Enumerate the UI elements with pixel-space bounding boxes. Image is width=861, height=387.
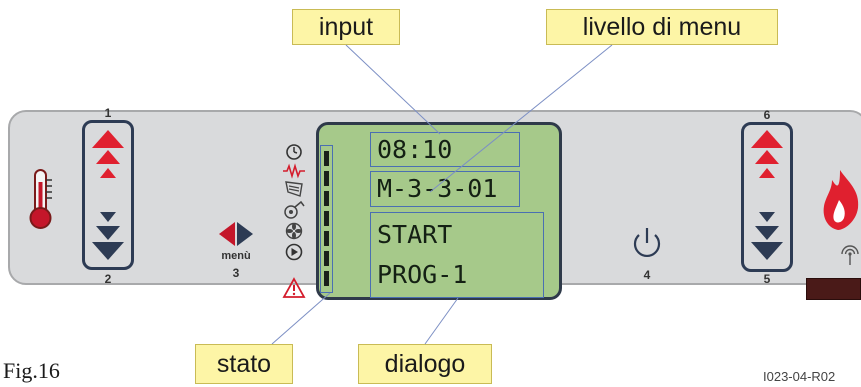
temperature-down-button[interactable]: [90, 210, 126, 262]
status-segment: [324, 211, 329, 226]
lcd-menu-code: M-3-3-01: [377, 174, 498, 203]
warning-icon: [282, 277, 306, 298]
leader-input: [345, 44, 441, 135]
temperature-button-group: [82, 120, 134, 270]
menu-label: menù: [221, 250, 251, 262]
leader-dialog: [424, 297, 459, 345]
callout-dialog: dialogo: [358, 344, 492, 384]
status-segment: [324, 231, 329, 246]
resistance-icon: [283, 163, 305, 179]
lcd-dialog-line-2: PROG-1: [377, 260, 468, 289]
power-level-down-button[interactable]: [749, 210, 785, 262]
figure-label: Fig.16: [3, 358, 60, 383]
lcd-time: 08:10: [377, 135, 453, 164]
auger-icon: [285, 181, 303, 197]
button-number-1: 1: [104, 106, 112, 120]
flame-icon: [823, 170, 859, 230]
remote-receiver-icon: [841, 245, 859, 265]
button-number-6: 6: [763, 108, 771, 122]
status-segment: [324, 191, 329, 206]
callout-input: input: [292, 9, 400, 45]
status-segment: [324, 171, 329, 186]
fan-blower-icon: [284, 200, 305, 219]
menu-button[interactable]: [216, 222, 256, 248]
status-segment: [324, 251, 329, 266]
status-segment: [324, 151, 329, 166]
button-number-3: 3: [232, 266, 240, 280]
button-number-2: 2: [104, 272, 112, 286]
callout-status: stato: [195, 344, 293, 384]
lcd-dialog-line-1: START: [377, 220, 453, 249]
clock-icon: [286, 144, 302, 160]
button-number-4: 4: [643, 268, 651, 282]
status-segment: [324, 271, 329, 286]
status-column-frame: [320, 145, 333, 293]
lcd-time-field: 08:10: [370, 132, 520, 167]
lcd-menu-field: M-3-3-01: [370, 171, 520, 207]
fan-icon: [285, 222, 303, 240]
power-level-button-group: [741, 122, 793, 272]
play-icon: [285, 243, 303, 261]
leader-status: [271, 292, 331, 345]
thermometer-icon: [29, 169, 52, 229]
drawing-code: I023-04-R02: [763, 369, 836, 384]
leader-menu-level: [429, 44, 613, 193]
button-number-5: 5: [763, 272, 771, 286]
power-level-up-button[interactable]: [749, 130, 785, 186]
lcd-display: [316, 122, 562, 300]
lcd-dialog-field: START PROG-1: [370, 212, 544, 298]
power-icon[interactable]: [630, 226, 664, 262]
temperature-up-button[interactable]: [90, 130, 126, 186]
callout-menu-level: livello di menu: [546, 9, 778, 45]
led-display: [806, 278, 861, 300]
